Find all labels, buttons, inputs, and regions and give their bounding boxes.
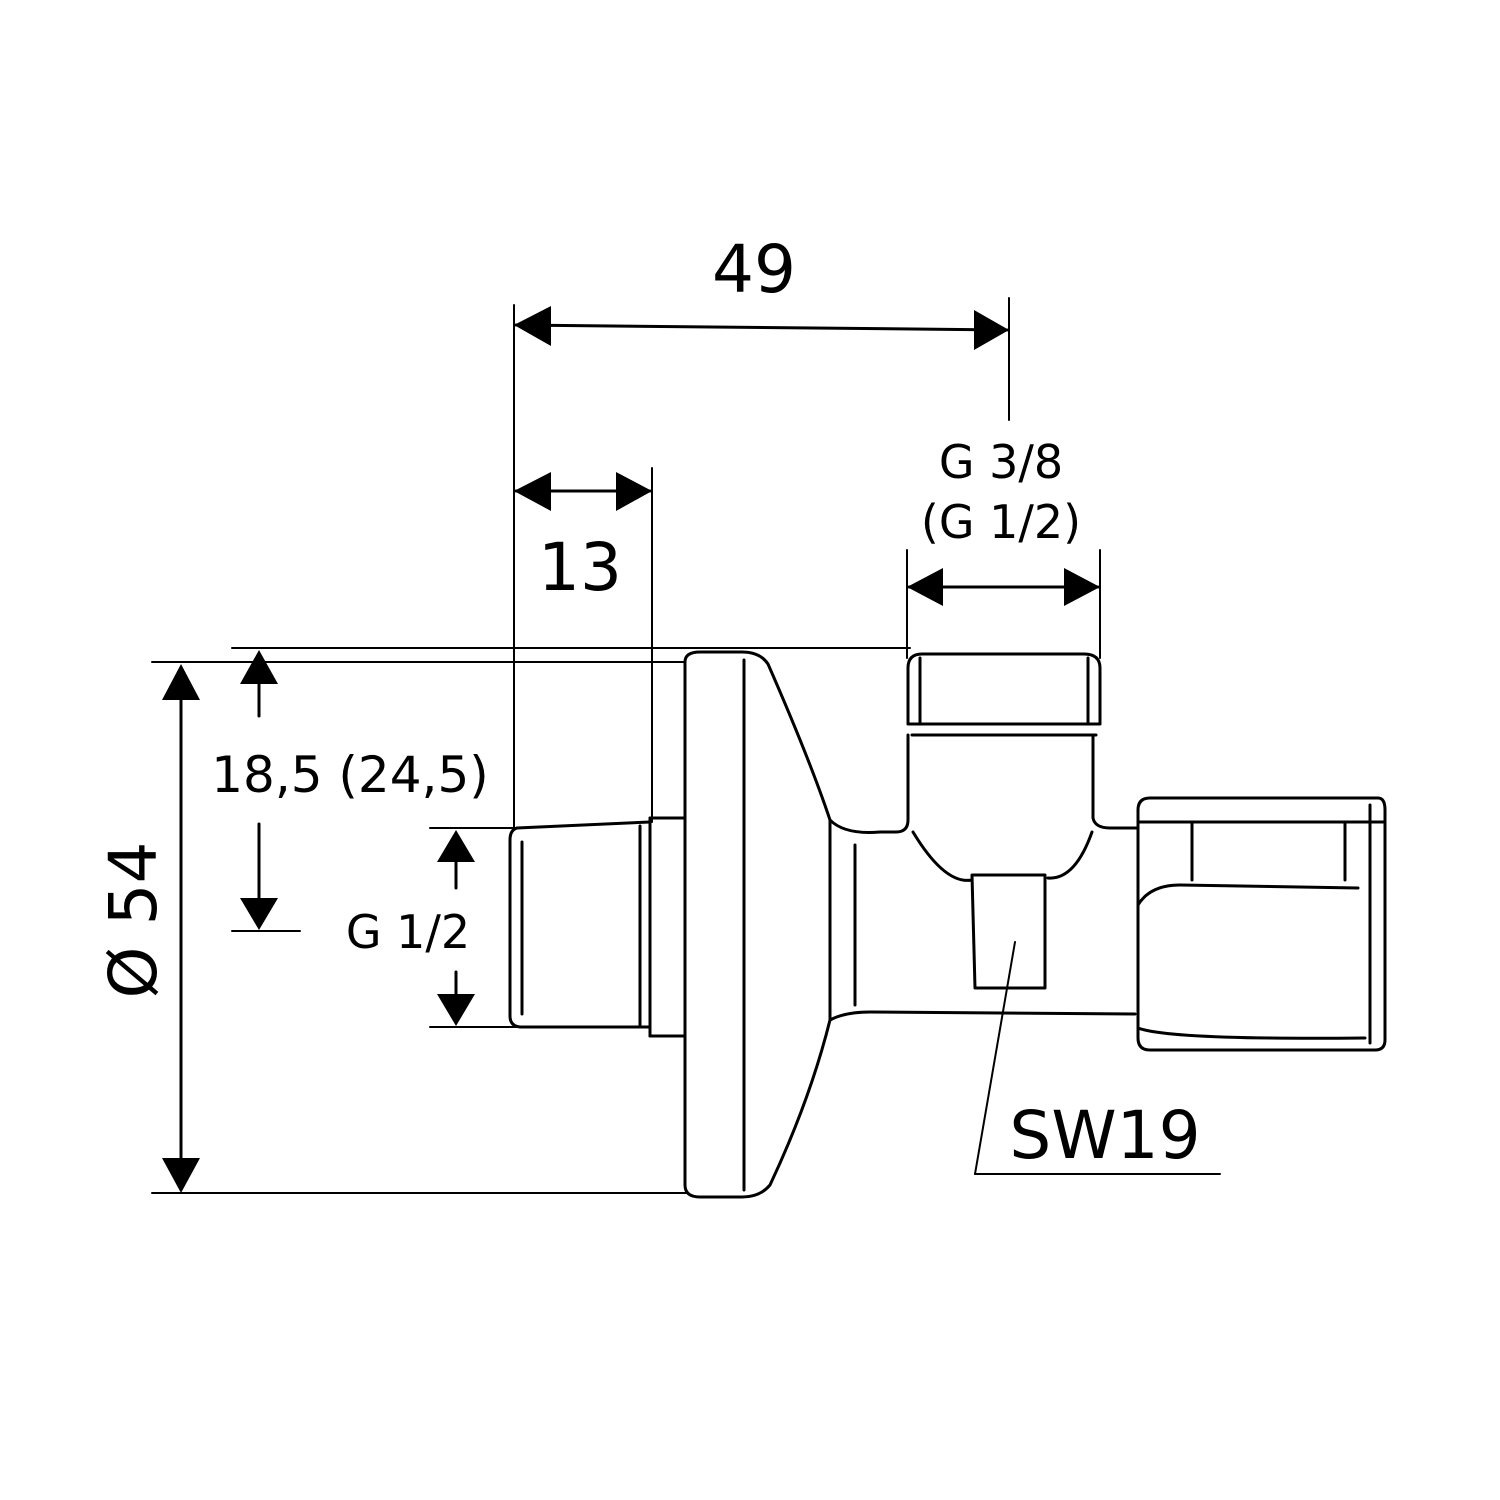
dimension-inlet-thread [429,827,521,1028]
label-wrench-size: SW19 [1009,1097,1200,1174]
label-outlet-thread-primary: G 3/8 [939,435,1063,489]
dimension-flange-diameter [151,661,689,1194]
dimension-connection-depth [514,467,653,823]
label-connection-depth: 13 [538,529,622,606]
leader-wrench-size [974,941,1221,1175]
label-height-offset: 18,5 (24,5) [211,746,489,804]
dimension-height-offset [231,647,911,932]
dimension-outlet-thread [906,549,1101,659]
label-inlet-thread: G 1/2 [346,905,470,959]
label-outlet-thread-alternate: (G 1/2) [921,495,1081,549]
label-flange-diameter: Ø 54 [95,842,172,999]
valve-outline [508,650,1387,1199]
label-overall-length: 49 [712,231,796,308]
dimension-overall-length [513,297,1010,829]
